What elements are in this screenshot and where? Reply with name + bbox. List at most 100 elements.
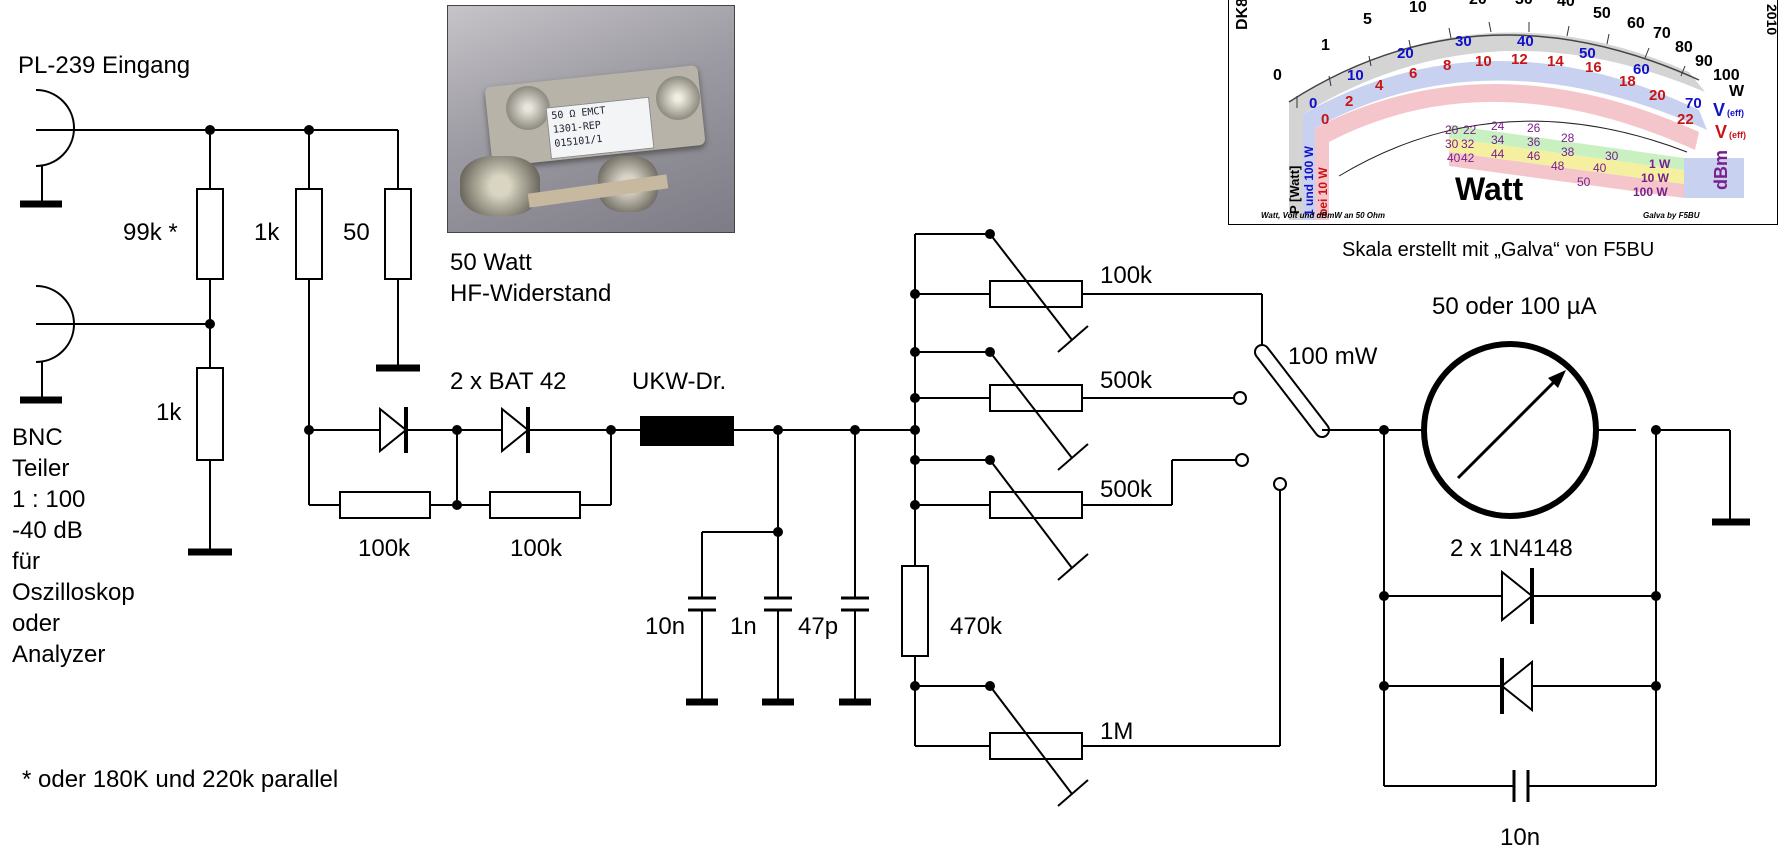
scale-foot-right: Galva by F5BU (1643, 211, 1700, 220)
scale-vert-p: P [Watt] (1287, 166, 1302, 214)
label-100mw: 100 mW (1288, 343, 1378, 370)
scale-vr-8: 8 (1443, 57, 1451, 74)
scale-vr-2: 2 (1345, 93, 1353, 110)
scale-range-1w: 1 W (1649, 157, 1671, 171)
resistor-470k (901, 565, 929, 657)
scale-vb-0: 0 (1309, 95, 1317, 112)
scale-vr-14: 14 (1547, 53, 1564, 70)
label-bnc-6: oder (12, 610, 60, 637)
label-photo-1: 50 Watt (450, 249, 532, 276)
scale-range-100w: 100 W (1633, 185, 1668, 199)
scale-vb-40: 40 (1517, 33, 1534, 50)
scale-d3-0: 40 (1447, 151, 1461, 165)
scale-d3-1: 42 (1461, 151, 1475, 165)
label-choke: UKW-Dr. (632, 368, 726, 395)
resistor-100k-b (489, 491, 581, 519)
scale-w-0: 0 (1273, 67, 1282, 84)
scale-w-50: 50 (1593, 5, 1611, 22)
label-1n4148: 2 x 1N4148 (1450, 535, 1573, 562)
label-470k: 470k (950, 613, 1003, 640)
scale-d2-4: 38 (1561, 145, 1575, 159)
label-1k: 1k (254, 219, 280, 246)
label-10n: 10n (645, 613, 685, 640)
scale-vr-unit: V (1715, 122, 1727, 142)
pot-1m (915, 477, 1287, 807)
label-10n-out: 10n (1500, 824, 1540, 848)
scale-w-5: 5 (1363, 11, 1372, 28)
scale-w-1: 1 (1321, 37, 1330, 54)
scale-d3-3: 46 (1527, 149, 1541, 163)
resistor-1k-divider (196, 367, 224, 461)
label-99k: 99k * (123, 219, 178, 246)
label-50: 50 (343, 219, 370, 246)
scale-w-20: 20 (1469, 0, 1487, 8)
scale-d2-1: 32 (1461, 137, 1475, 151)
scale-d1-5: 30 (1605, 149, 1619, 163)
label-pot-100k: 100k (1100, 262, 1153, 289)
label-bnc-3: -40 dB (12, 517, 83, 544)
scale-d1-1: 22 (1463, 123, 1477, 137)
label-pot-500k-b: 500k (1100, 476, 1153, 503)
scale-vr-eff: (eff) (1729, 130, 1746, 140)
scale-w-90: 90 (1695, 53, 1713, 70)
label-meter: 50 oder 100 µA (1432, 293, 1597, 320)
scale-vr-18: 18 (1619, 73, 1636, 90)
scale-vr-6: 6 (1409, 65, 1417, 82)
scale-d2-0: 30 (1445, 137, 1459, 151)
scale-d3-2: 44 (1491, 147, 1505, 161)
label-bnc-0: BNC (12, 424, 63, 451)
scale-caption: Skala erstellt mit „Galva“ von F5BU (1342, 239, 1654, 261)
resistor-99k (196, 188, 224, 280)
resistor-1k (295, 188, 323, 280)
scale-d2-2: 34 (1491, 133, 1505, 147)
diode-bat42-1 (379, 406, 408, 454)
resistor-100k-a (339, 491, 431, 519)
scale-vb-60: 60 (1633, 61, 1650, 78)
scale-vert-blue: 1 und 100 W (1302, 145, 1316, 216)
scale-d1-4: 28 (1561, 131, 1575, 145)
pot-100k (915, 229, 1263, 353)
scale-d3-4: 48 (1551, 159, 1565, 173)
scale-vr-20: 20 (1649, 87, 1666, 104)
label-photo-2: HF-Widerstand (450, 280, 611, 307)
scale-big: Watt (1455, 171, 1523, 207)
diode-1n4148-rev (1500, 658, 1533, 714)
scale-w-60: 60 (1627, 15, 1645, 32)
label-pot-1m: 1M (1100, 718, 1133, 745)
meter-scale-svg: DK8 2010 0 1 5 10 20 30 40 50 60 70 80 9… (1234, 0, 1777, 220)
label-bnc-2: 1 : 100 (12, 486, 85, 513)
scale-d1-2: 24 (1491, 119, 1505, 133)
scale-w-100: 100 (1713, 67, 1740, 84)
scale-vb-50: 50 (1579, 45, 1596, 62)
scale-foot-left: Watt, Volt und dBmW an 50 Ohm (1261, 211, 1385, 220)
scale-vb-unit: V (1713, 100, 1725, 120)
scale-vb-20: 20 (1397, 45, 1414, 62)
ukw-choke (640, 416, 734, 446)
footnote: * oder 180K und 220k parallel (22, 766, 338, 793)
capacitor-10n-out (1512, 770, 1530, 802)
label-100k-b: 100k (510, 535, 563, 562)
label-1k-divider: 1k (156, 399, 182, 426)
meter-scale: DK8 2010 0 1 5 10 20 30 40 50 60 70 80 9… (1228, 0, 1778, 225)
meter-movement (1421, 341, 1599, 519)
scale-d1-0: 20 (1445, 123, 1459, 137)
bnc-connector (20, 285, 75, 404)
diode-1n4148-fwd (1501, 568, 1534, 624)
label-100k-a: 100k (358, 535, 411, 562)
scale-w-10: 10 (1409, 0, 1427, 16)
scale-edge-right: 2010 (1764, 4, 1777, 35)
scale-w-unit: W (1729, 83, 1745, 100)
label-bat42: 2 x BAT 42 (450, 368, 567, 395)
scale-w-40: 40 (1557, 0, 1575, 10)
label-bnc-5: Oszilloskop (12, 579, 135, 606)
label-1n: 1n (730, 613, 757, 640)
label-pot-500k-a: 500k (1100, 367, 1153, 394)
label-bnc-4: für (12, 548, 40, 575)
diode-bat42-2 (501, 406, 530, 454)
scale-w-70: 70 (1653, 25, 1671, 42)
capacitor-1n (764, 596, 792, 612)
pot-500k-a (915, 347, 1247, 471)
scale-vr-0: 0 (1321, 111, 1329, 128)
capacitor-10n (688, 596, 716, 612)
